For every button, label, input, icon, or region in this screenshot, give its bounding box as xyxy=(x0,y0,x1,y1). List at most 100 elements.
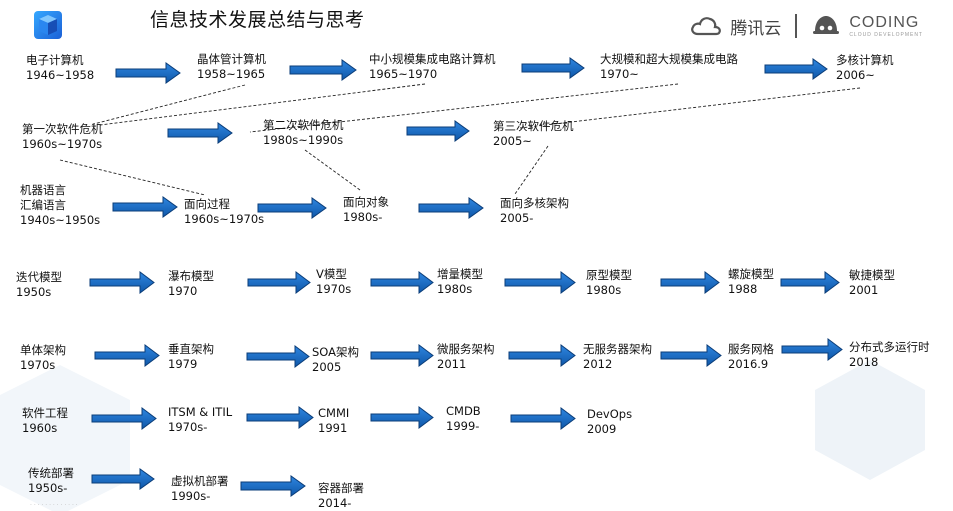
node-period: 1958~1965 xyxy=(197,67,266,81)
right-arrow-icon xyxy=(246,406,314,429)
node-period: 2005 xyxy=(312,360,342,374)
right-arrow-icon xyxy=(112,196,178,218)
node-period: 1960s~1970s xyxy=(184,212,265,226)
node-name: 微服务架构 xyxy=(437,342,495,356)
right-arrow-icon xyxy=(246,345,310,368)
node-period: 2006~ xyxy=(836,68,875,82)
node-name: 晶体管计算机 xyxy=(197,52,266,66)
node-name: 瀑布模型 xyxy=(168,269,214,283)
node-name: 多核计算机 xyxy=(836,53,894,67)
page-title: 信息技术发展总结与思考 xyxy=(150,9,365,31)
node-period: 1960s~1970s xyxy=(22,137,103,151)
node-name: 第二次软件危机 xyxy=(263,118,344,132)
brand-logos: 腾讯云 CODING CLOUD DEVELOPMENT xyxy=(690,10,923,42)
right-arrow-icon xyxy=(289,59,357,81)
right-arrow-icon xyxy=(257,197,327,219)
node-period: 2005- xyxy=(500,211,534,225)
node-name: 敏捷模型 xyxy=(849,268,895,282)
node-period: 2018 xyxy=(849,355,879,369)
node-name: CMDB xyxy=(446,404,481,418)
node-period: 2014- xyxy=(318,496,352,510)
right-arrow-icon xyxy=(167,122,233,144)
node-name: 传统部署 xyxy=(28,466,74,480)
node-period: 1940s~1950s xyxy=(20,213,101,227)
node-name: 无服务器架构 xyxy=(583,342,652,356)
node-period: 1980s xyxy=(437,282,473,296)
node-name: 机器语言 xyxy=(20,183,66,197)
node-name: 虚拟机部署 xyxy=(171,474,229,488)
footer-watermark: · · · · · · · · · · · · · xyxy=(30,502,78,509)
right-arrow-icon xyxy=(780,271,840,294)
node-period: 1965~1970 xyxy=(369,67,438,81)
right-arrow-icon xyxy=(660,271,720,294)
node-period: 2005~ xyxy=(493,134,532,148)
node-period: 2001 xyxy=(849,283,879,297)
node-name: 容器部署 xyxy=(318,481,364,495)
right-arrow-icon xyxy=(247,271,311,294)
right-arrow-icon xyxy=(504,271,576,294)
right-arrow-icon xyxy=(510,407,576,430)
node-period: 2009 xyxy=(587,422,617,436)
right-arrow-icon xyxy=(370,344,434,367)
node-period: 1980s xyxy=(586,283,622,297)
node-name: 面向多核架构 xyxy=(500,196,569,210)
right-arrow-icon xyxy=(781,338,843,361)
node-period: 1960s xyxy=(22,421,58,435)
node-period: 1999- xyxy=(446,419,480,433)
node-name: DevOps xyxy=(587,407,633,421)
right-arrow-icon xyxy=(370,271,434,294)
coding-sub-label: CLOUD DEVELOPMENT xyxy=(849,32,923,38)
node-period: 2016.9 xyxy=(728,357,769,371)
right-arrow-icon xyxy=(91,468,155,490)
cube-icon xyxy=(34,11,62,39)
node-name: V模型 xyxy=(316,267,347,281)
node-name: 原型模型 xyxy=(586,268,632,282)
node-period: 1970s xyxy=(316,282,352,296)
node-name: 大规模和超大规模集成电路 xyxy=(600,52,738,66)
node-name: 面向对象 xyxy=(343,195,389,209)
coding-mascot-icon xyxy=(813,16,840,34)
right-arrow-icon xyxy=(660,344,722,367)
right-arrow-icon xyxy=(406,120,470,142)
right-arrow-icon xyxy=(764,58,828,80)
right-arrow-icon xyxy=(370,406,434,429)
node-period: 2012 xyxy=(583,357,613,371)
node-name: 第一次软件危机 xyxy=(22,122,103,136)
node-name: 垂直架构 xyxy=(168,342,214,356)
coding-label: CODING xyxy=(849,14,920,31)
right-arrow-icon xyxy=(89,271,155,294)
node-period: 1990s- xyxy=(171,489,211,503)
node-name: 服务网格 xyxy=(728,342,774,356)
node-period: 1970s- xyxy=(168,420,208,434)
node-name: 汇编语言 xyxy=(20,198,66,212)
node-period: 1970s xyxy=(20,358,56,372)
right-arrow-icon xyxy=(418,197,484,219)
node-period: 1980s- xyxy=(343,210,383,224)
node-name: 软件工程 xyxy=(22,406,68,420)
node-period: 1988 xyxy=(728,282,758,296)
